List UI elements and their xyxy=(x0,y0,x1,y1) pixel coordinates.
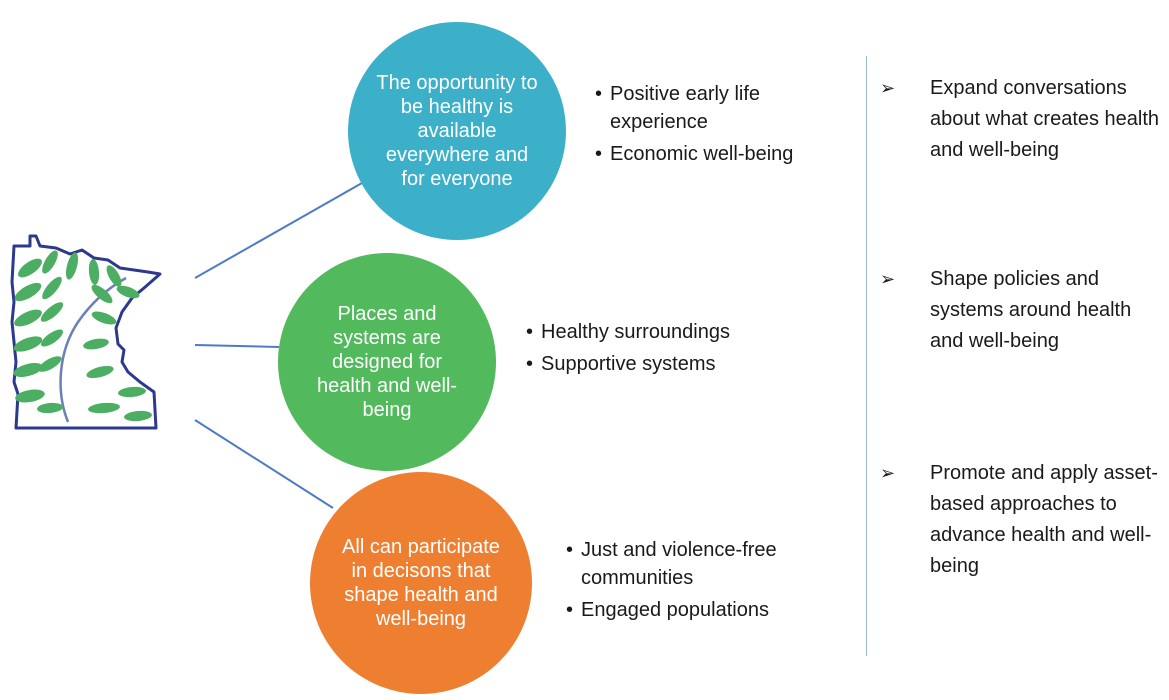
action-asset-based: ➢ Promote and apply asset-based approach… xyxy=(880,458,1165,582)
action-expand-conversations: ➢ Expand conversations about what create… xyxy=(880,73,1165,166)
bullet-dot-icon: • xyxy=(595,83,603,105)
vertical-divider xyxy=(866,56,867,656)
bullet-text: Just and violence-free communities xyxy=(581,539,777,589)
arrow-bullet-icon: ➢ xyxy=(880,269,896,289)
bullet-dot-icon: • xyxy=(526,321,534,343)
bullet-text: Positive early life experience xyxy=(610,83,761,133)
bullet-text: Healthy surroundings xyxy=(541,321,730,343)
bullet-list-participation: • Just and violence-free communities • Eng… xyxy=(566,536,826,628)
bullet-text: Engaged populations xyxy=(581,599,769,621)
list-item: • Just and violence-free communities xyxy=(566,536,826,592)
connector-line-top xyxy=(194,182,363,279)
bullet-text: Economic well-being xyxy=(610,143,794,165)
action-text: Promote and apply asset-based approaches… xyxy=(930,462,1158,577)
list-item: • Engaged populations xyxy=(566,596,826,624)
arrow-bullet-icon: ➢ xyxy=(880,463,896,483)
arrow-bullet-icon: ➢ xyxy=(880,78,896,98)
circle-places-systems-label: Places and systems are designed for heal… xyxy=(316,303,458,421)
bullet-dot-icon: • xyxy=(526,353,534,375)
circle-participation-label: All can participate in decisons that sha… xyxy=(342,536,500,630)
circle-places-systems: Places and systems are designed for heal… xyxy=(278,253,496,471)
circle-opportunity-label: The opportunity to be healthy is availab… xyxy=(376,72,538,190)
bullet-dot-icon: • xyxy=(595,143,603,165)
circle-participation: All can participate in decisons that sha… xyxy=(310,472,532,694)
bullet-dot-icon: • xyxy=(566,599,574,621)
action-text: Shape policies and systems around health… xyxy=(930,268,1132,352)
list-item: • Economic well-being xyxy=(595,140,845,168)
action-shape-policies: ➢ Shape policies and systems around heal… xyxy=(880,264,1165,357)
bullet-list-places-systems: • Healthy surroundings • Supportive system… xyxy=(526,318,786,382)
list-item: • Supportive systems xyxy=(526,350,786,378)
connector-line-middle xyxy=(194,344,280,348)
circle-opportunity: The opportunity to be healthy is availab… xyxy=(348,22,566,240)
bullet-list-opportunity: • Positive early life experience • Economi… xyxy=(595,80,845,172)
action-text: Expand conversations about what creates … xyxy=(930,77,1160,161)
list-item: • Healthy surroundings xyxy=(526,318,786,346)
connector-line-bottom xyxy=(194,419,334,509)
bullet-dot-icon: • xyxy=(566,539,574,561)
bullet-text: Supportive systems xyxy=(541,353,716,375)
minnesota-leaf-logo-icon xyxy=(10,234,162,430)
list-item: • Positive early life experience xyxy=(595,80,845,136)
